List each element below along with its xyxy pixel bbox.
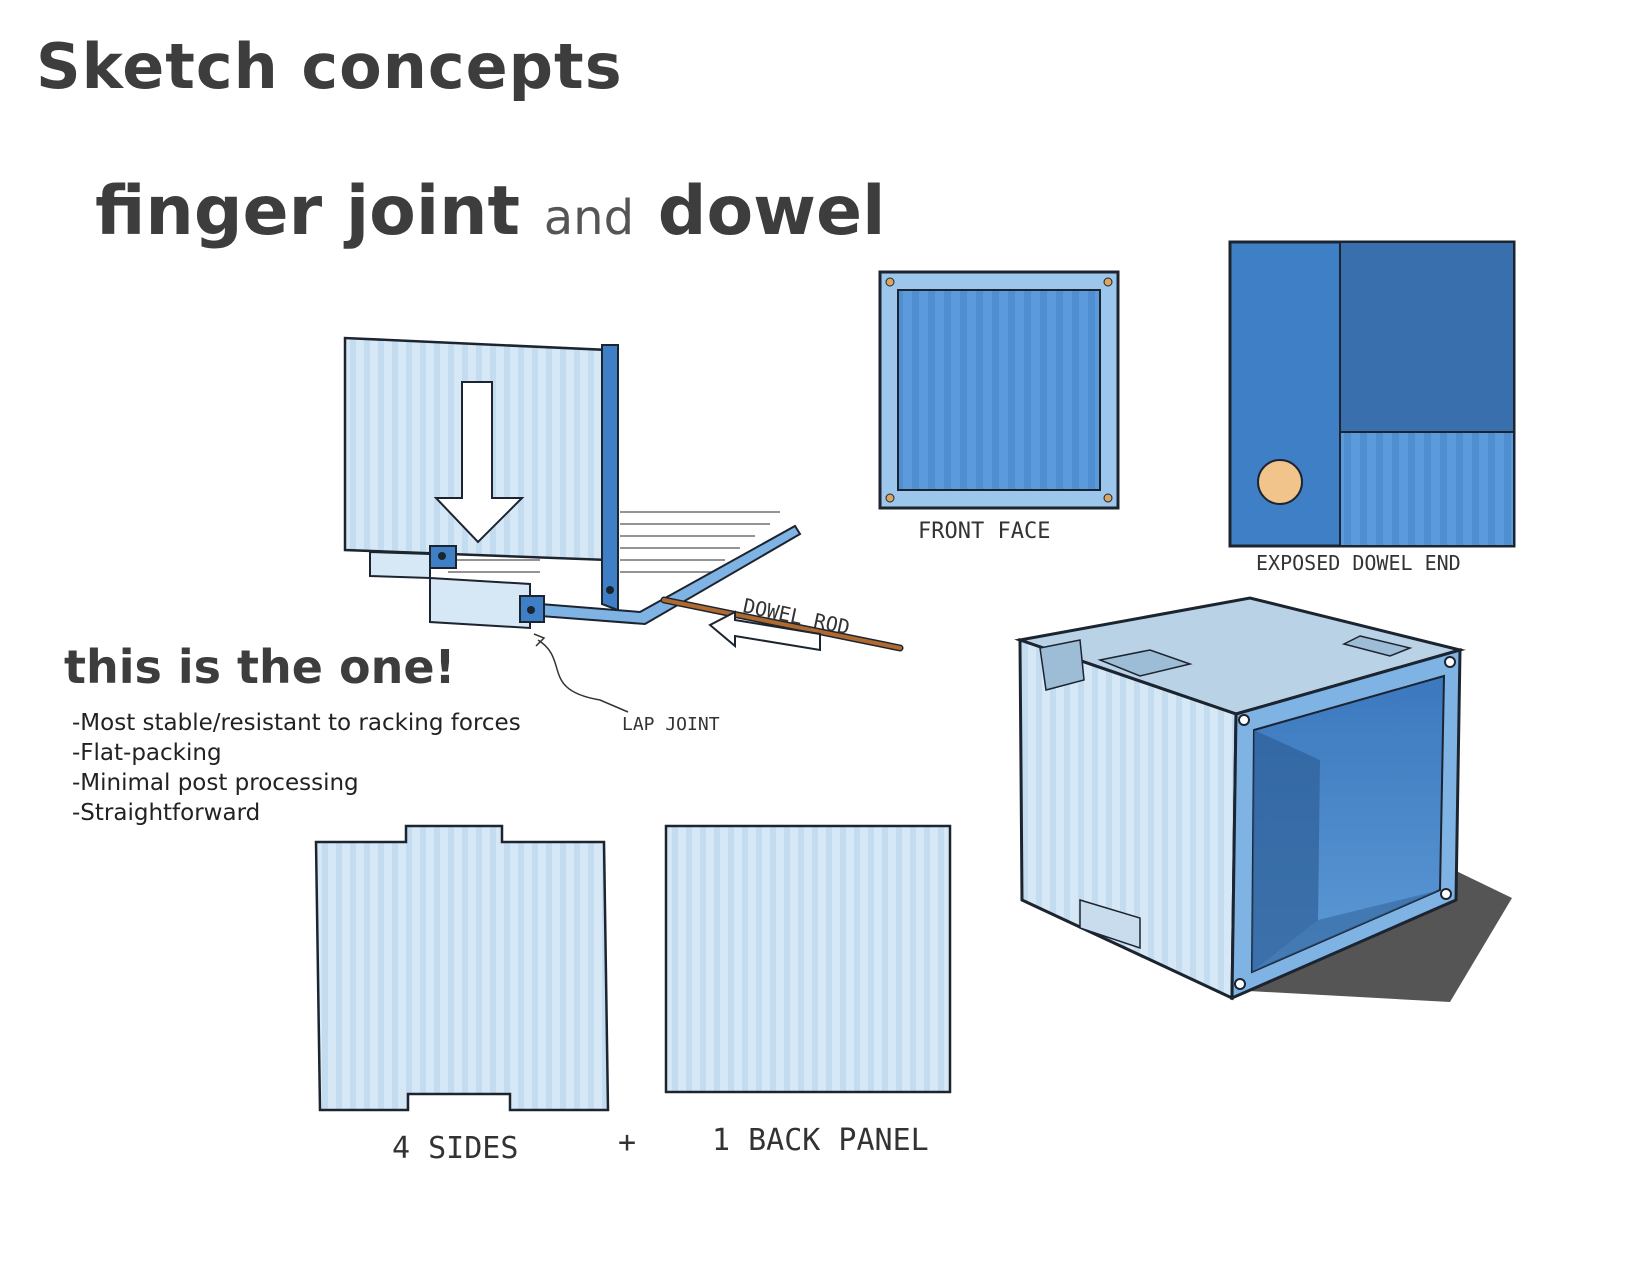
label-four-sides: 4 SIDES (392, 1131, 518, 1166)
exposed-dowel-sketch: EXPOSED DOWEL END (1230, 242, 1514, 575)
front-face-sketch: FRONT FACE (880, 272, 1118, 544)
label-front-face: FRONT FACE (918, 519, 1050, 544)
label-back-panel: 1 BACK PANEL (712, 1123, 929, 1158)
label-plus: + (618, 1125, 636, 1160)
dowel-hole-icon (606, 586, 614, 594)
label-exposed-dowel-end: EXPOSED DOWEL END (1256, 551, 1461, 575)
label-lap-joint: LAP JOINT (622, 714, 720, 735)
joint-assembly-sketch: DOWEL ROD LAP JOINT (345, 338, 900, 735)
dowel-end-icon (1258, 460, 1302, 504)
side-panel-sketch: 4 SIDES + (316, 826, 636, 1166)
back-panel-sketch: 1 BACK PANEL (666, 826, 950, 1158)
assembled-cube-sketch (1020, 598, 1512, 1002)
